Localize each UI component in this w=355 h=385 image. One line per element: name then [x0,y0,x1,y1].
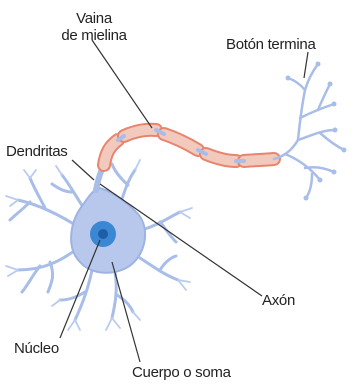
leader-dendritas [72,160,94,180]
label-nucleo: Núcleo [14,340,59,357]
leader-cuerpo [112,262,140,362]
label-vaina-de-mielina: Vaina de mielina [52,10,136,44]
label-boton-terminal: Botón termina [226,36,315,53]
label-vaina-line2: de mielina [52,27,136,44]
leader-vaina [92,40,152,128]
myelin-sheath [104,130,274,165]
label-vaina-line1: Vaina [52,10,136,27]
leader-boton [304,52,308,78]
label-axon: Axón [262,292,295,309]
label-dendritas: Dendritas [6,143,68,160]
label-cuerpo-o-soma: Cuerpo o soma [132,364,231,381]
nucleolus-shape [98,229,108,239]
